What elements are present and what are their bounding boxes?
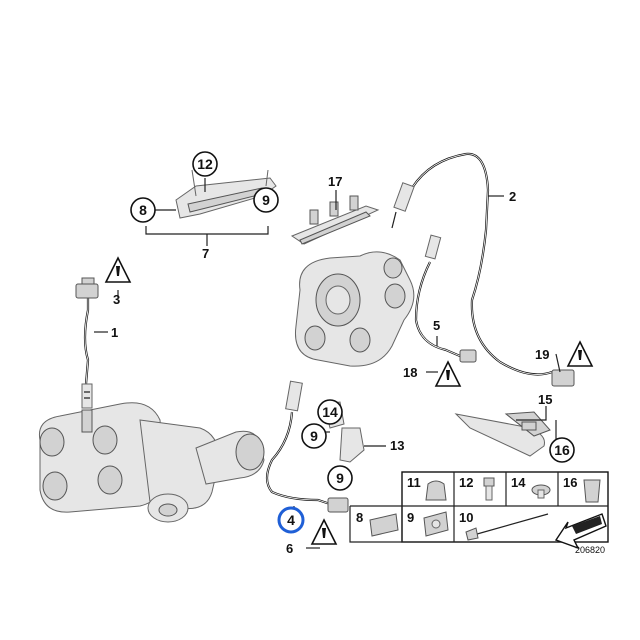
svg-text:9: 9 xyxy=(262,192,270,208)
warning-triangle-icon xyxy=(104,256,132,283)
direction-arrow-icon xyxy=(554,513,607,550)
diagram-number: 206820 xyxy=(575,545,605,555)
warning-triangle-icon xyxy=(566,340,594,367)
legend-cell-10: 10 xyxy=(459,510,549,541)
svg-text:12: 12 xyxy=(459,475,473,490)
svg-text:8: 8 xyxy=(139,202,147,218)
callout-17: 17 xyxy=(328,174,342,189)
svg-text:9: 9 xyxy=(407,510,414,525)
svg-text:16: 16 xyxy=(563,475,577,490)
warning-triangle-icon xyxy=(434,360,462,387)
exhaust-manifold-turbo xyxy=(294,251,415,367)
svg-text:14: 14 xyxy=(511,475,526,490)
warning-triangle-icon xyxy=(310,518,338,545)
callout-9: 9 xyxy=(253,187,279,213)
oxygen-sensor-2 xyxy=(391,152,575,387)
legend-cell-12: 12 xyxy=(459,475,495,501)
callout-1: 1 xyxy=(111,325,118,340)
svg-text:9: 9 xyxy=(310,428,318,444)
callout-3: 3 xyxy=(113,292,120,307)
svg-text:12: 12 xyxy=(197,156,213,172)
svg-text:9: 9 xyxy=(336,470,344,486)
callout-19: 19 xyxy=(535,347,549,362)
legend-cell-8: 8 xyxy=(356,510,399,537)
callout-4-highlighted[interactable]: 4 xyxy=(277,506,305,534)
exhaust-manifold-left xyxy=(38,402,265,523)
callout-2: 2 xyxy=(509,189,516,204)
bracket-15 xyxy=(454,411,551,457)
callout-16: 16 xyxy=(549,437,575,463)
svg-text:10: 10 xyxy=(459,510,473,525)
callout-5: 5 xyxy=(433,318,440,333)
connector-3 xyxy=(75,283,99,299)
svg-text:16: 16 xyxy=(554,442,570,458)
callout-18: 18 xyxy=(403,365,417,380)
legend-cell-11: 11 xyxy=(407,475,447,501)
heat-shield-bracket xyxy=(175,169,277,219)
callout-9: 9 xyxy=(327,465,353,491)
callout-13: 13 xyxy=(390,438,404,453)
svg-text:8: 8 xyxy=(356,510,363,525)
legend-cell-16: 16 xyxy=(563,475,601,503)
callout-14: 14 xyxy=(317,399,343,425)
svg-text:4: 4 xyxy=(287,512,295,528)
svg-text:11: 11 xyxy=(407,475,421,490)
callout-6: 6 xyxy=(286,541,293,556)
callout-9: 9 xyxy=(301,423,327,449)
callout-12: 12 xyxy=(192,151,218,177)
callout-7: 7 xyxy=(202,246,209,261)
oxygen-sensor-4 xyxy=(265,380,349,513)
callout-15: 15 xyxy=(538,392,552,407)
callout-8: 8 xyxy=(130,197,156,223)
sensor-bracket-17 xyxy=(290,195,380,245)
legend-cell-9: 9 xyxy=(407,510,449,537)
legend-cell-14: 14 xyxy=(511,475,551,499)
oxygen-sensor-5 xyxy=(414,234,477,363)
svg-text:14: 14 xyxy=(322,404,338,420)
